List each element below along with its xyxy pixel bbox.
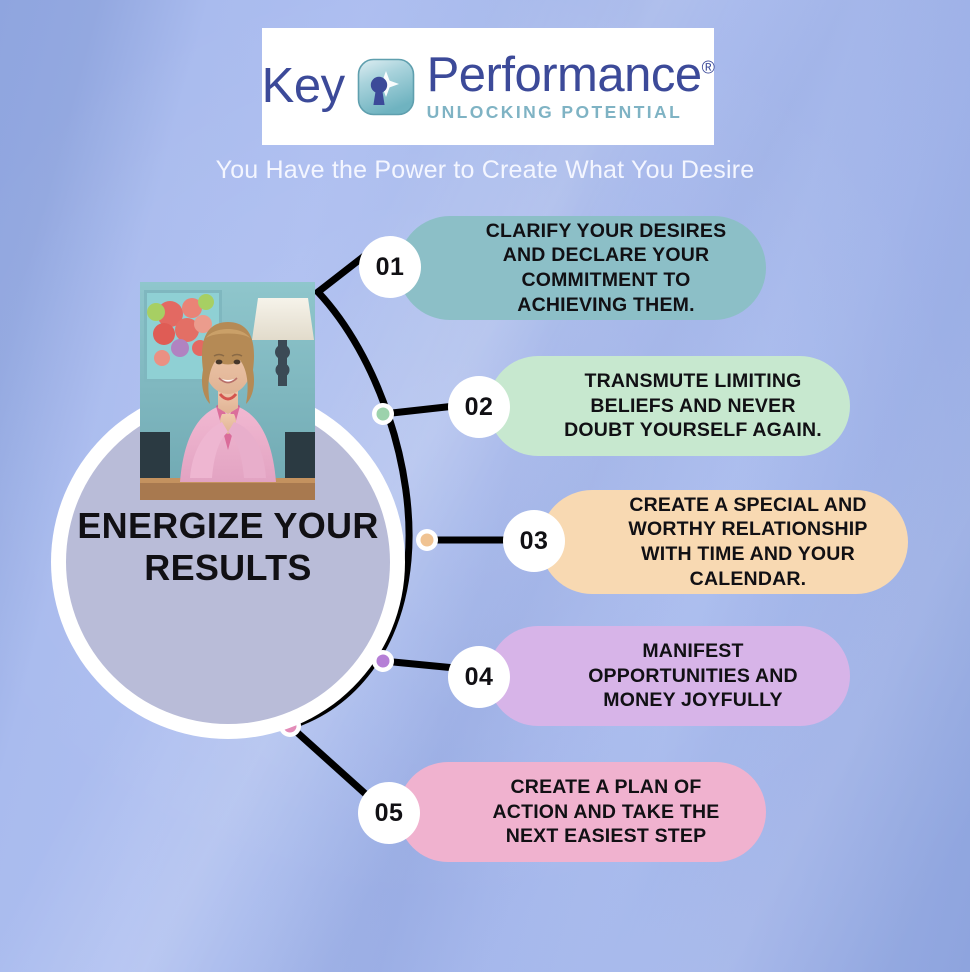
step-card-03[interactable]: CREATE A SPECIAL AND WORTHY RELATIONSHIP… <box>540 490 908 594</box>
step-number-01[interactable]: 01 <box>359 236 421 298</box>
brand-logo: Key Performanc <box>261 28 715 145</box>
step-number-03[interactable]: 03 <box>503 510 565 572</box>
step-card-02-text: TRANSMUTE LIMITING BELIEFS AND NEVER DOU… <box>564 370 822 442</box>
step-card-02[interactable]: TRANSMUTE LIMITING BELIEFS AND NEVER DOU… <box>488 356 850 456</box>
portrait-photo <box>140 282 315 500</box>
step-number-04[interactable]: 04 <box>448 646 510 708</box>
logo-tagline: UNLOCKING POTENTIAL <box>426 102 683 123</box>
step-number-02[interactable]: 02 <box>448 376 510 438</box>
page-title: ENERGIZE YOUR RESULTS <box>66 505 390 589</box>
step-card-03-text: CREATE A SPECIAL AND WORTHY RELATIONSHIP… <box>628 493 868 590</box>
page-title-line-2: RESULTS <box>144 546 312 588</box>
logo-word-performance: Performance® <box>426 48 715 103</box>
step-card-04-text: MANIFEST OPPORTUNITIES AND MONEY JOYFULL… <box>588 640 798 712</box>
step-number-05[interactable]: 05 <box>358 782 420 844</box>
step-card-04[interactable]: MANIFEST OPPORTUNITIES AND MONEY JOYFULL… <box>488 626 850 726</box>
connector-node-04 <box>372 650 394 672</box>
connector-node-02 <box>372 403 394 425</box>
page-tagline: You Have the Power to Create What You De… <box>215 156 755 184</box>
logo-word-key: Key <box>261 59 345 113</box>
step-card-05-text: CREATE A PLAN OF ACTION AND TAKE THE NEX… <box>492 776 720 848</box>
connector-node-05 <box>279 715 301 737</box>
step-card-05[interactable]: CREATE A PLAN OF ACTION AND TAKE THE NEX… <box>398 762 766 862</box>
step-card-01-text: CLARIFY YOUR DESIRES AND DECLARE YOUR CO… <box>485 219 727 316</box>
page-title-line-1: ENERGIZE YOUR <box>77 505 379 546</box>
connector-node-03 <box>416 529 438 551</box>
step-card-01[interactable]: CLARIFY YOUR DESIRES AND DECLARE YOUR CO… <box>398 216 766 320</box>
keyhole-icon <box>357 58 415 116</box>
